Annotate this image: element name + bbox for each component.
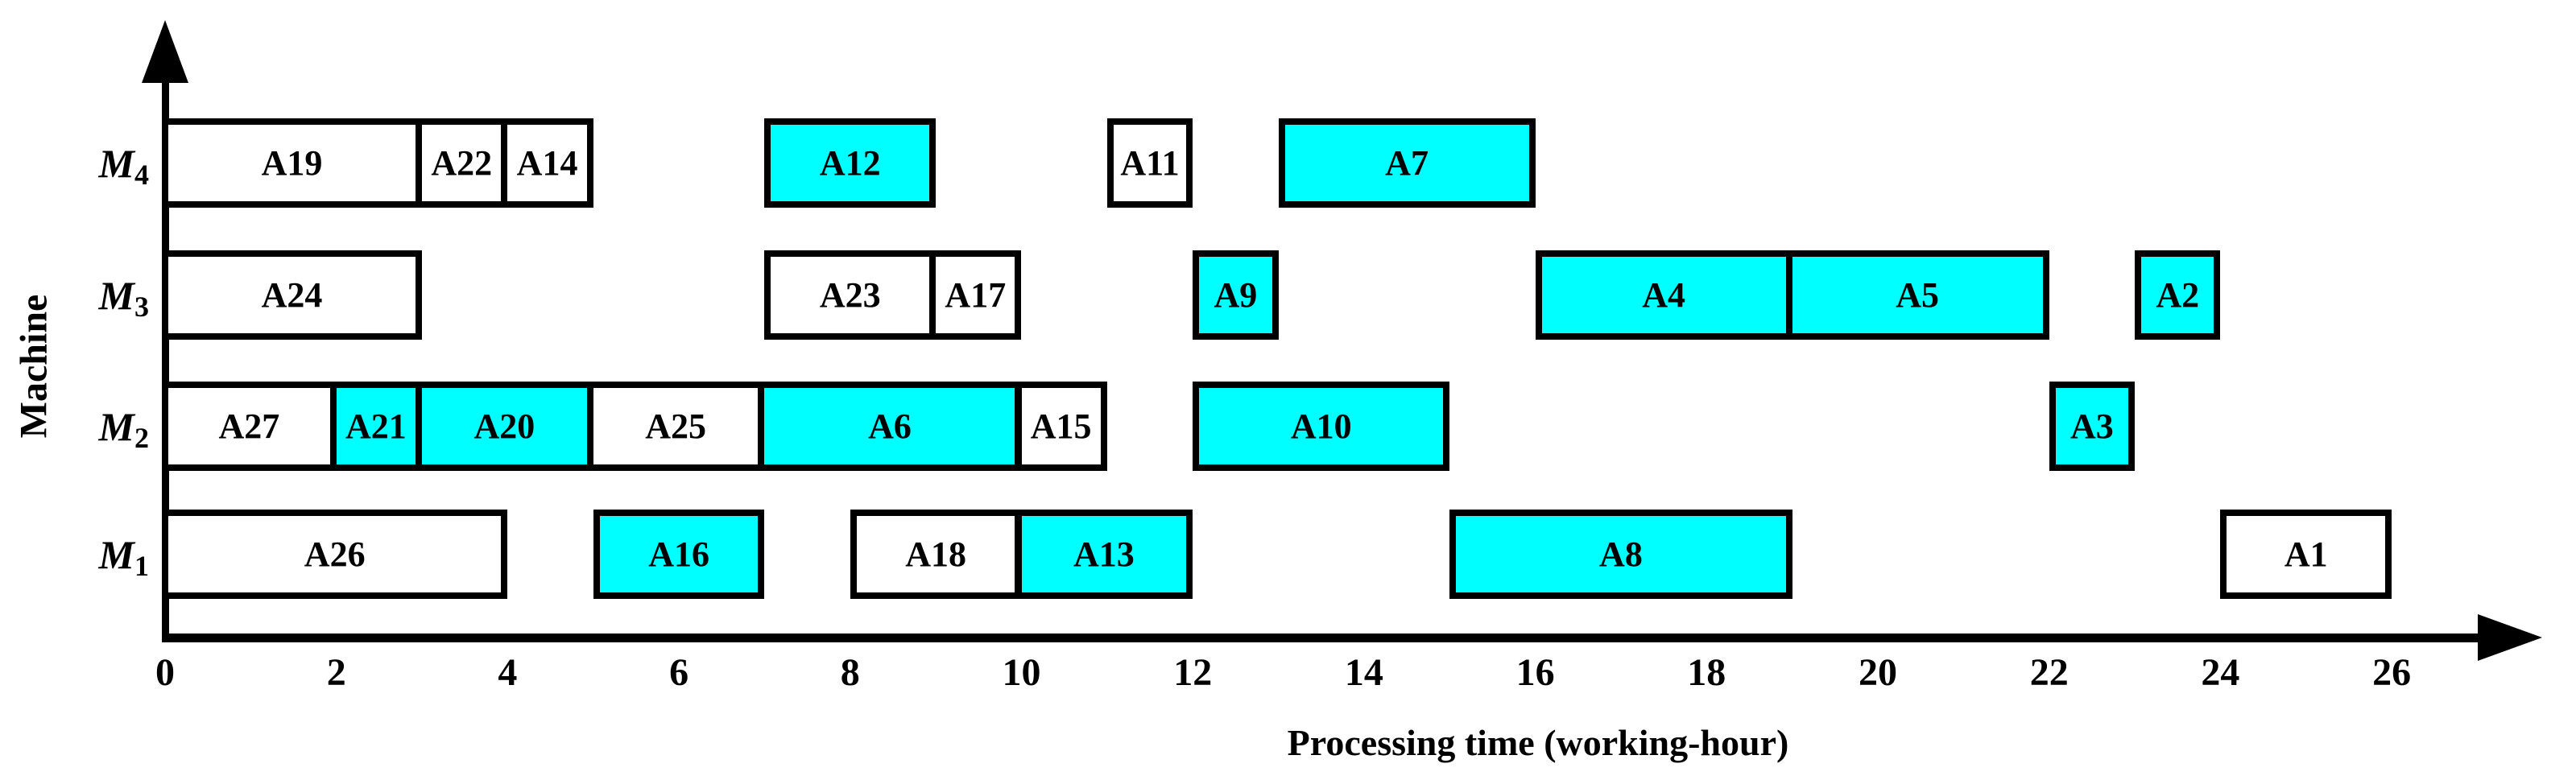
x-tick-label: 18 — [1687, 651, 1726, 694]
machine-label-subscript: 1 — [134, 549, 149, 582]
machine-label-letter: M — [98, 403, 134, 449]
task-bar: A9 — [1193, 250, 1279, 340]
task-bar: A6 — [758, 382, 1022, 471]
task-bar: A17 — [929, 250, 1022, 340]
task-bar: A11 — [1106, 118, 1193, 208]
x-tick-label: 22 — [2029, 651, 2069, 694]
task-label: A14 — [516, 142, 578, 183]
task-label: A18 — [905, 534, 967, 574]
task-bar: A14 — [501, 118, 593, 208]
x-tick-label: 4 — [498, 651, 518, 694]
task-label: A5 — [1896, 274, 1940, 315]
x-tick-label: 14 — [1344, 651, 1383, 694]
task-label: A24 — [261, 274, 323, 315]
task-label: A10 — [1290, 406, 1352, 446]
task-bar: A21 — [329, 382, 423, 471]
x-tick-label: 6 — [669, 651, 689, 694]
task-bar: A22 — [416, 118, 508, 208]
task-label: A25 — [645, 406, 706, 446]
x-axis-title: Processing time (working-hour) — [1287, 722, 1789, 763]
machine-label-letter: M — [98, 272, 134, 318]
y-axis-arrow-icon — [142, 20, 188, 83]
task-label: A12 — [819, 142, 881, 183]
task-label: A22 — [431, 142, 493, 183]
task-bar: A8 — [1449, 510, 1792, 599]
task-bar: A18 — [850, 510, 1022, 599]
machine-label: M1 — [28, 531, 149, 582]
task-bar: A19 — [162, 118, 423, 208]
task-label: A1 — [2284, 534, 2328, 574]
machine-label-letter: M — [98, 531, 134, 577]
x-tick-label: 0 — [155, 651, 175, 694]
task-label: A9 — [1214, 274, 1258, 315]
task-bar: A15 — [1015, 382, 1107, 471]
machine-label-subscript: 2 — [134, 421, 149, 454]
task-label: A6 — [868, 406, 912, 446]
task-bar: A20 — [416, 382, 593, 471]
task-label: A8 — [1599, 534, 1643, 574]
x-tick-label: 12 — [1173, 651, 1213, 694]
x-axis-line — [162, 633, 2481, 642]
machine-label-subscript: 3 — [134, 290, 149, 323]
task-label: A21 — [345, 406, 407, 446]
task-label: A16 — [648, 534, 709, 574]
task-label: A20 — [473, 406, 535, 446]
task-label: A13 — [1073, 534, 1135, 574]
machine-label: M3 — [28, 272, 149, 323]
x-tick-label: 2 — [326, 651, 346, 694]
y-axis-line — [162, 48, 169, 639]
task-label: A3 — [2069, 406, 2114, 446]
task-bar: A26 — [162, 510, 508, 599]
machine-label-subscript: 4 — [134, 158, 149, 191]
x-tick-label: 16 — [1515, 651, 1555, 694]
x-tick-label: 20 — [1859, 651, 1897, 694]
x-tick-label: 10 — [1002, 651, 1041, 694]
task-label: A15 — [1030, 406, 1092, 446]
x-tick-label: 8 — [840, 651, 860, 694]
task-bar: A4 — [1535, 250, 1792, 340]
task-bar: A12 — [764, 118, 937, 208]
task-label: A11 — [1120, 142, 1180, 183]
task-bar: A3 — [2049, 382, 2136, 471]
task-bar: A16 — [593, 510, 765, 599]
task-label: A27 — [218, 406, 280, 446]
task-label: A7 — [1385, 142, 1429, 183]
task-bar: A7 — [1278, 118, 1536, 208]
task-bar: A13 — [1015, 510, 1193, 599]
task-label: A4 — [1642, 274, 1685, 315]
task-label: A19 — [261, 142, 323, 183]
task-label: A23 — [819, 274, 881, 315]
task-label: A2 — [2156, 274, 2200, 315]
machine-label: M4 — [28, 140, 149, 191]
task-bar: A2 — [2135, 250, 2221, 340]
x-axis-arrow-icon — [2478, 614, 2542, 661]
task-bar: A1 — [2220, 510, 2392, 599]
task-bar: A10 — [1193, 382, 1450, 471]
task-bar: A25 — [586, 382, 765, 471]
task-label: A26 — [304, 534, 366, 574]
task-bar: A5 — [1785, 250, 2049, 340]
task-bar: A24 — [162, 250, 423, 340]
task-bar: A27 — [162, 382, 337, 471]
x-tick-label: 26 — [2372, 651, 2412, 694]
task-label: A17 — [945, 274, 1007, 315]
machine-label: M2 — [28, 403, 149, 454]
task-bar: A23 — [764, 250, 937, 340]
x-tick-label: 24 — [2201, 651, 2240, 694]
machine-label-letter: M — [98, 140, 134, 186]
